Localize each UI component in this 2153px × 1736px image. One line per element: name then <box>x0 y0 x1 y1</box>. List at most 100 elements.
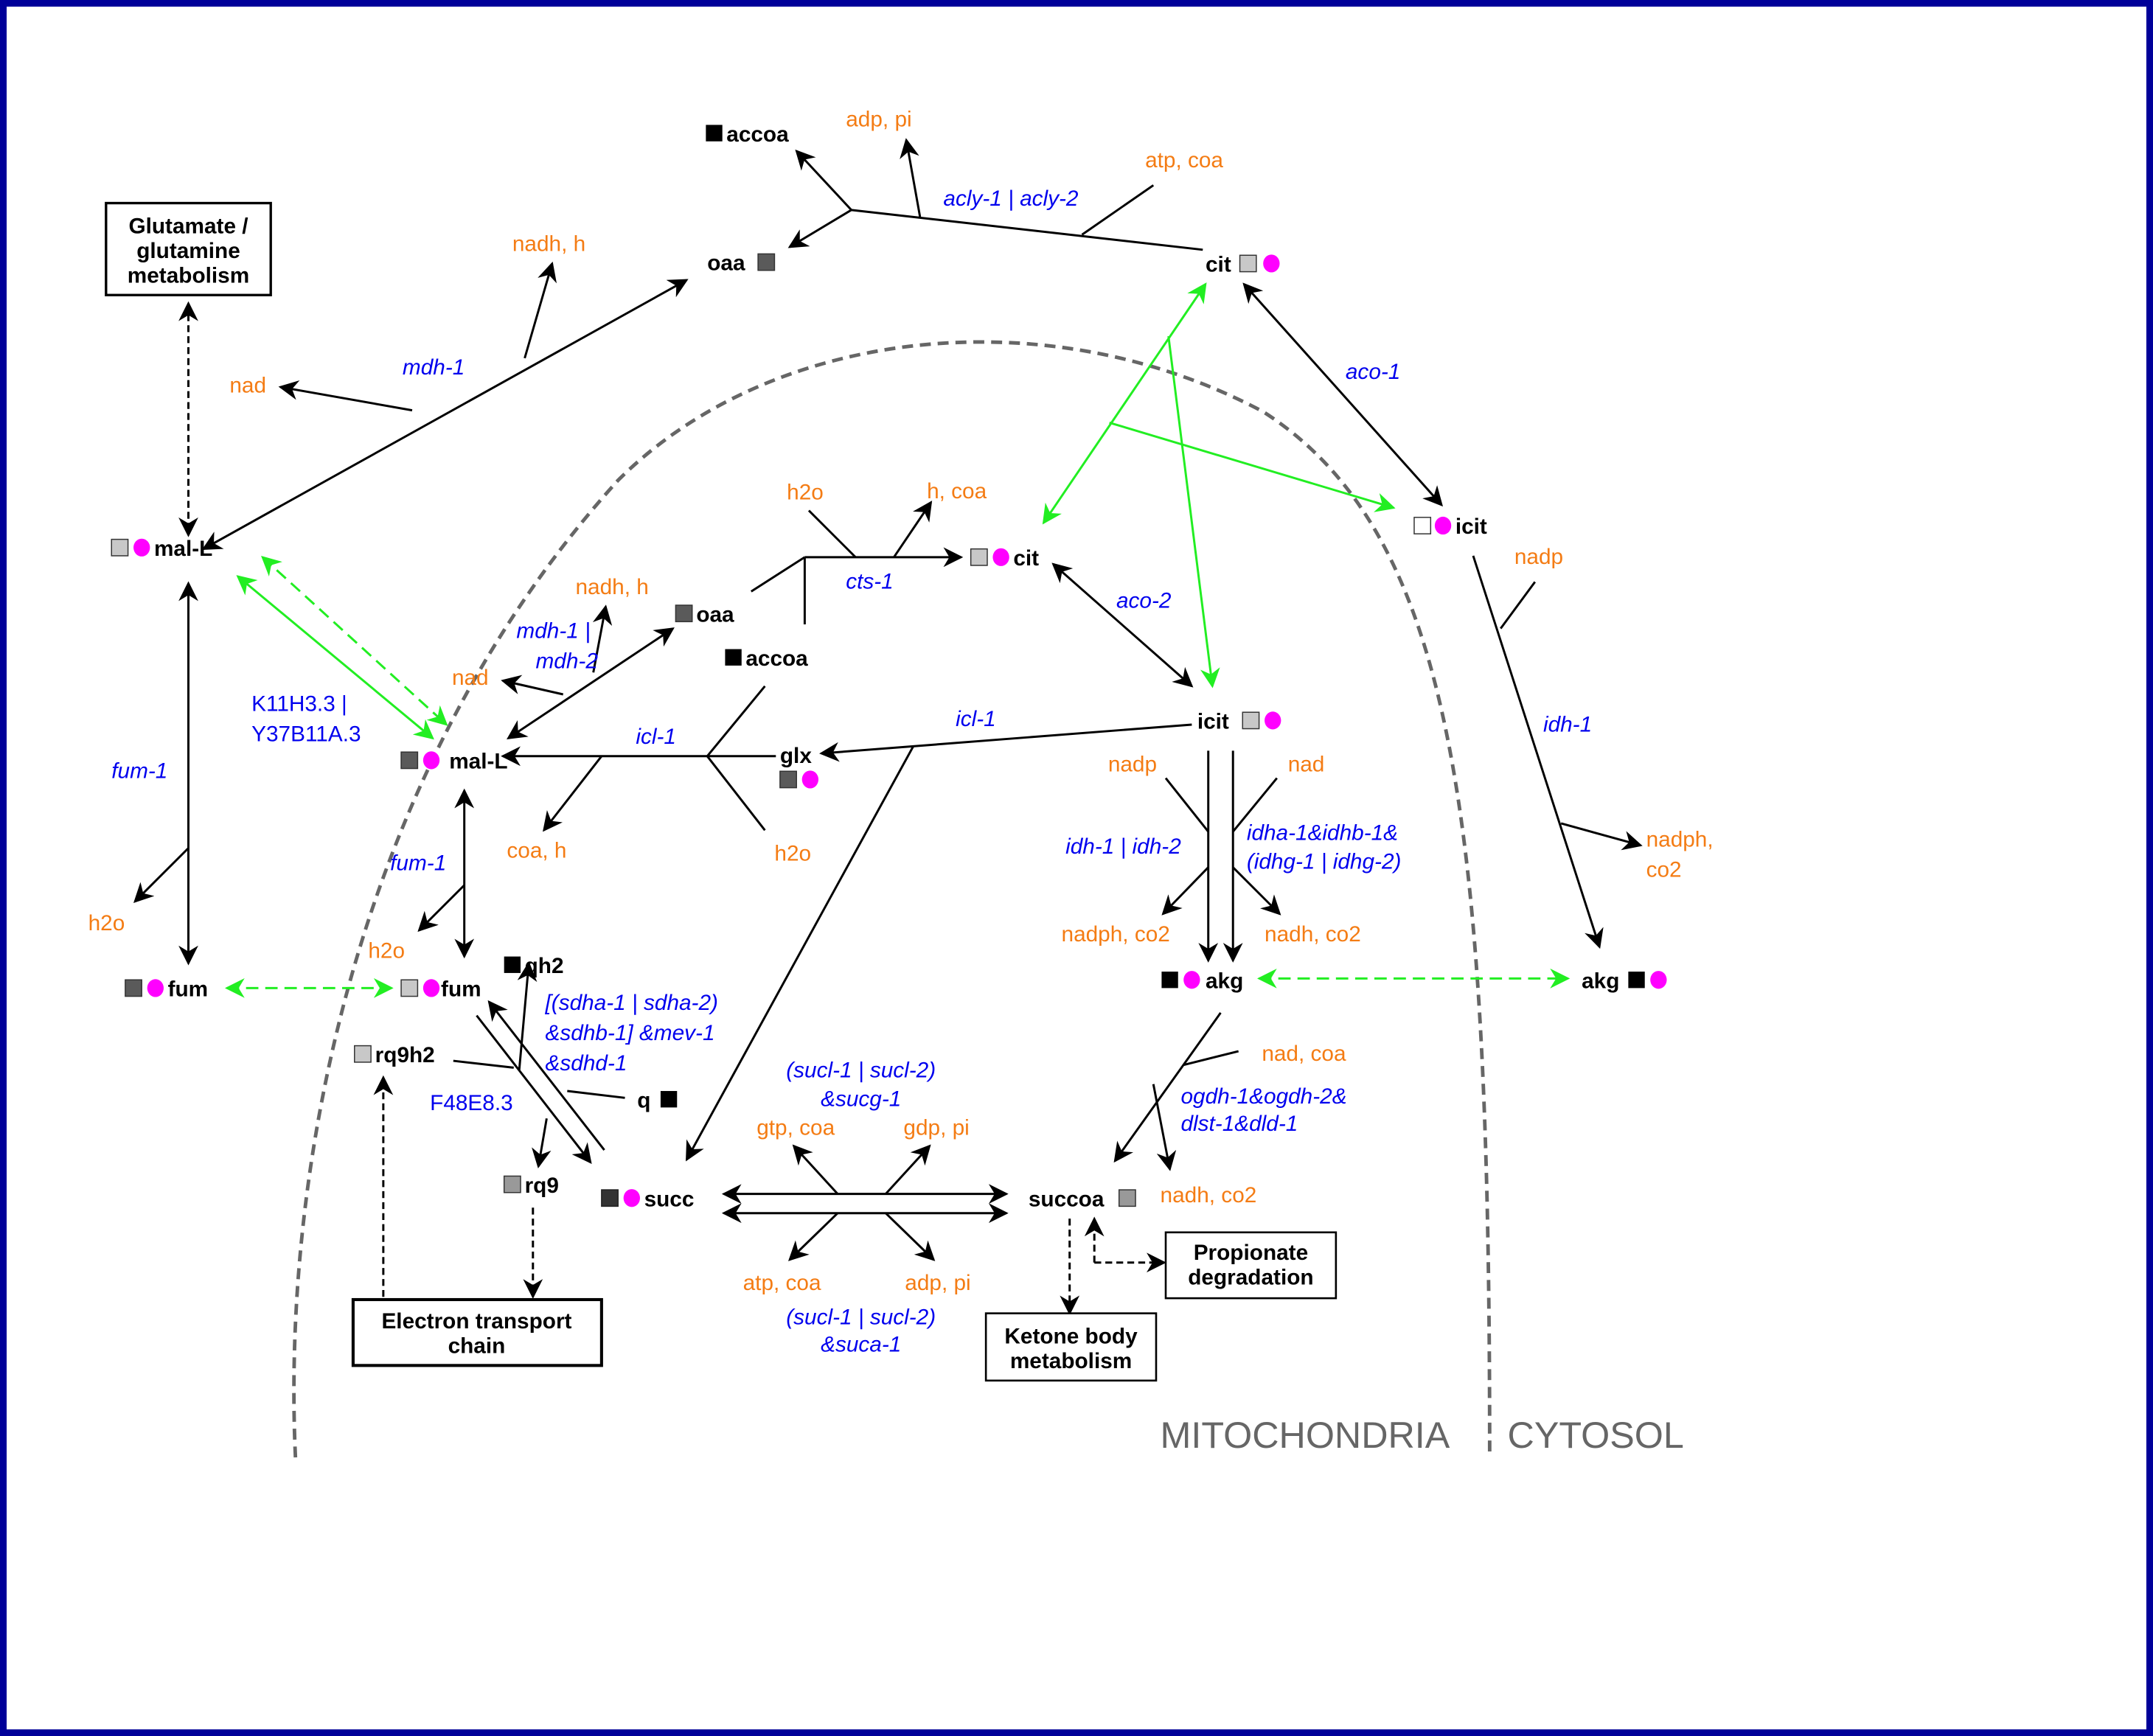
gene-label[interactable]: aco-1 <box>1346 360 1400 384</box>
box-electron-transport-chain[interactable]: Electron transport chain <box>351 1297 603 1367</box>
metabolite-q[interactable]: q <box>637 1088 678 1112</box>
reaction-icl <box>501 685 1192 1162</box>
gene-label[interactable]: icl-1 <box>636 725 676 749</box>
gene-label[interactable]: mdh-1 <box>403 355 465 380</box>
box-label: degradation <box>1188 1266 1313 1290</box>
metabolite-akg-mito[interactable]: akg <box>1161 969 1243 993</box>
cofactor-label: nadph, co2 <box>1062 922 1170 947</box>
cofactor-label: atp, coa <box>743 1271 821 1295</box>
metabolite-oaa-cytosol[interactable]: oaa <box>707 251 776 276</box>
gene-label[interactable]: &sdhb-1] &mev-1 <box>546 1021 715 1045</box>
metabolite-rq9h2[interactable]: rq9h2 <box>354 1043 435 1067</box>
cofactor-label: h, coa <box>927 479 987 503</box>
cofactor-label: coa, h <box>507 839 566 863</box>
cofactor-label: nadh, h <box>512 232 585 257</box>
box-glutamate-metabolism[interactable]: Glutamate / glutamine metabolism <box>105 201 272 296</box>
cofactor-labels: adp, pi atp, coa nadh, h nad h2o h, coa … <box>88 107 1714 1295</box>
cofactor-label: nadph, <box>1646 828 1714 852</box>
gene-label[interactable]: &sdhd-1 <box>546 1051 627 1076</box>
reaction-acly <box>787 138 1203 251</box>
gene-label[interactable]: &suca-1 <box>821 1333 901 1357</box>
box-propionate-degradation[interactable]: Propionate degradation <box>1164 1231 1338 1300</box>
metabolite-label: rq9 <box>525 1174 559 1198</box>
metabolite-succ[interactable]: succ <box>601 1187 695 1211</box>
cofactor-label: h2o <box>787 481 824 505</box>
cofactor-label: gtp, coa <box>756 1116 835 1140</box>
box-label: Electron transport <box>381 1309 571 1334</box>
metabolite-icit-mito[interactable]: icit <box>1197 710 1281 734</box>
gene-label[interactable]: Y37B11A.3 <box>251 722 361 746</box>
gene-label[interactable]: F48E8.3 <box>430 1091 513 1115</box>
gene-label[interactable]: idha-1&idhb-1& <box>1247 820 1398 845</box>
metabolite-label: q <box>637 1088 650 1112</box>
marker-dot-icon <box>1265 711 1281 730</box>
gene-label[interactable]: mdh-2 <box>536 649 599 674</box>
reaction-mdh-mito <box>501 604 675 740</box>
marker-square-icon <box>601 1189 619 1207</box>
metabolite-oaa-mito[interactable]: oaa <box>675 602 734 627</box>
metabolite-accoa-mito[interactable]: accoa <box>725 646 808 671</box>
gene-label[interactable]: dlst-1&dld-1 <box>1180 1112 1298 1136</box>
marker-square-icon <box>970 548 988 566</box>
marker-dot-icon <box>623 1189 640 1207</box>
metabolite-accoa-cytosol[interactable]: accoa <box>706 122 789 147</box>
metabolite-label: succ <box>644 1187 695 1211</box>
gene-label[interactable]: acly-1 | acly-2 <box>943 187 1079 211</box>
metabolite-akg-cytosol[interactable]: akg <box>1582 969 1667 993</box>
box-ketone-body-metabolism[interactable]: Ketone body metabolism <box>984 1312 1158 1382</box>
marker-square-icon <box>1161 972 1178 989</box>
marker-square-icon <box>400 979 419 997</box>
reaction-fum-cytosol <box>133 581 198 966</box>
metabolite-glx-mito[interactable]: glx <box>779 744 819 789</box>
gene-label[interactable]: (idhg-1 | idhg-2) <box>1247 849 1402 874</box>
gene-label[interactable]: cts-1 <box>846 570 894 594</box>
metabolite-rq9[interactable]: rq9 <box>503 1174 559 1198</box>
metabolite-mal-mito[interactable]: mal-L <box>400 750 508 774</box>
metabolite-mal-cytosol[interactable]: mal-L <box>111 537 212 561</box>
transport-mal <box>236 556 448 740</box>
box-label: chain <box>448 1334 506 1359</box>
gene-label[interactable]: [(sdha-1 | sdha-2) <box>545 991 718 1015</box>
metabolite-qh2[interactable]: qh2 <box>504 954 564 978</box>
gene-label[interactable]: idh-1 | idh-2 <box>1065 834 1181 859</box>
gene-label[interactable]: mdh-1 | <box>516 619 590 644</box>
marker-square-icon <box>503 1175 521 1193</box>
metabolite-label: icit <box>1455 515 1487 539</box>
cofactor-label: nadp <box>1514 545 1563 569</box>
marker-dot-icon <box>801 770 819 789</box>
metabolite-fum-mito[interactable]: fum <box>400 977 481 1002</box>
cofactor-label: atp, coa <box>1145 148 1223 172</box>
marker-square-icon <box>675 604 693 623</box>
label-mitochondria: MITOCHONDRIA <box>1161 1415 1450 1456</box>
metabolite-cit-mito[interactable]: cit <box>970 546 1040 571</box>
metabolite-label: accoa <box>726 122 789 147</box>
gene-label[interactable]: (sucl-1 | sucl-2) <box>786 1058 936 1082</box>
metabolite-cit-cytosol[interactable]: cit <box>1206 253 1280 277</box>
marker-square-icon <box>1239 254 1257 273</box>
cofactor-label: nadh, co2 <box>1161 1183 1257 1207</box>
metabolite-label: oaa <box>696 602 734 627</box>
gene-label[interactable]: K11H3.3 | <box>251 691 347 716</box>
marker-square-icon <box>1413 517 1432 534</box>
gene-label[interactable]: idh-1 <box>1543 712 1592 736</box>
cofactor-label: h2o <box>368 938 405 963</box>
marker-dot-icon <box>1434 516 1452 535</box>
metabolite-label: mal-L <box>154 537 212 561</box>
marker-dot-icon <box>422 979 440 997</box>
metabolite-fum-cytosol[interactable]: fum <box>125 977 208 1002</box>
box-label: metabolism <box>128 264 249 288</box>
gene-label[interactable]: fum-1 <box>390 851 446 875</box>
gene-label[interactable]: (sucl-1 | sucl-2) <box>786 1306 936 1330</box>
gene-label[interactable]: ogdh-1&ogdh-2& <box>1180 1084 1346 1109</box>
gene-label[interactable]: &sucg-1 <box>821 1087 901 1111</box>
links-etc <box>373 1075 543 1299</box>
metabolite-icit-cytosol[interactable]: icit <box>1413 515 1487 539</box>
cofactor-label: h2o <box>88 911 125 935</box>
gene-label[interactable]: aco-2 <box>1116 589 1172 613</box>
gene-label[interactable]: icl-1 <box>956 707 996 731</box>
cofactor-label: co2 <box>1646 858 1682 882</box>
marker-square-icon <box>1118 1189 1136 1207</box>
marker-dot-icon <box>1263 254 1280 273</box>
gene-label[interactable]: fum-1 <box>111 759 167 784</box>
metabolite-succoa[interactable]: succoa <box>1029 1187 1136 1211</box>
